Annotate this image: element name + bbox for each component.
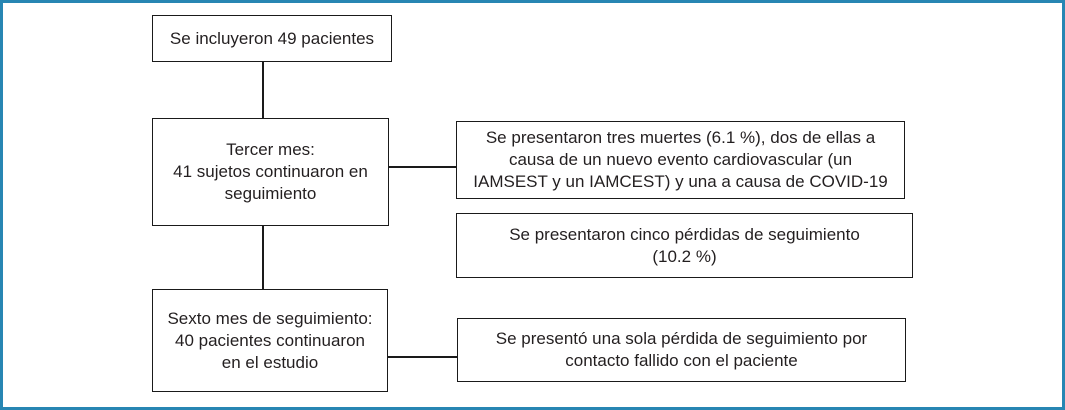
- connector-included-to-month3: [262, 62, 264, 118]
- node-sixth-month-followup: Sexto mes de seguimiento: 40 pacientes c…: [152, 289, 388, 392]
- node-losses-third-month: Se presentaron cinco pérdidas de seguimi…: [456, 213, 913, 278]
- node-deaths-third-month: Se presentaron tres muertes (6.1 %), dos…: [456, 121, 905, 199]
- connector-month3-to-month6: [262, 226, 264, 289]
- connector-month3-to-deaths: [389, 166, 456, 168]
- node-included-patients: Se incluyeron 49 pacientes: [152, 15, 392, 62]
- node-loss-sixth-month: Se presentó una sola pérdida de seguimie…: [457, 318, 906, 382]
- connector-month6-to-loss: [388, 356, 457, 358]
- node-third-month-followup: Tercer mes: 41 sujetos continuaron en se…: [152, 118, 389, 226]
